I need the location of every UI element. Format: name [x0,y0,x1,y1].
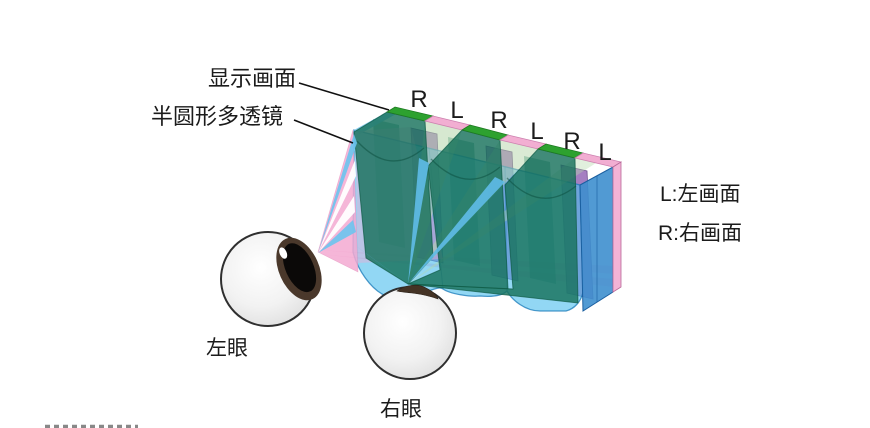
right-eye-lens-edge-rays [356,158,505,284]
display-screen-leader [298,82,390,111]
top-marker-R1: R [410,86,427,113]
screen-top-band [385,106,623,293]
legend-right-frame: R:右画面 [658,222,742,245]
fan-lens-edge-ray [318,134,357,253]
fan-gap [318,160,356,253]
top-marker-R2: R [490,107,507,134]
left-eye-iris [276,237,322,301]
right-eye-pupil-sliver [396,284,439,300]
left-eye [220,231,322,327]
callout-display-screen: 显示画面 [208,66,296,91]
top-marker-L1: L [450,97,463,124]
left-eye-fan [317,129,359,273]
labels: 显示画面 半圆形多透镜 R L R L R L L:左画面 R:右画面 左眼 右… [151,66,742,421]
fan-lens-edge-ray [318,220,356,253]
label-left-eye: 左眼 [206,337,248,360]
screen-right-side-face [612,161,622,293]
fan-gap [318,196,355,253]
callout-lenticular-lens: 半圆形多透镜 [151,104,283,129]
label-right-eye: 右眼 [380,398,422,421]
top-marker-L3: L [598,139,611,166]
lens-leader [293,119,354,144]
legend-left-frame: L:左画面 [660,183,741,206]
right-eye [363,286,457,380]
top-marker-L2: L [530,118,543,145]
top-marker-R3: R [563,128,580,155]
lens-curvature-arcs [356,140,577,199]
leader-lines [293,82,390,144]
